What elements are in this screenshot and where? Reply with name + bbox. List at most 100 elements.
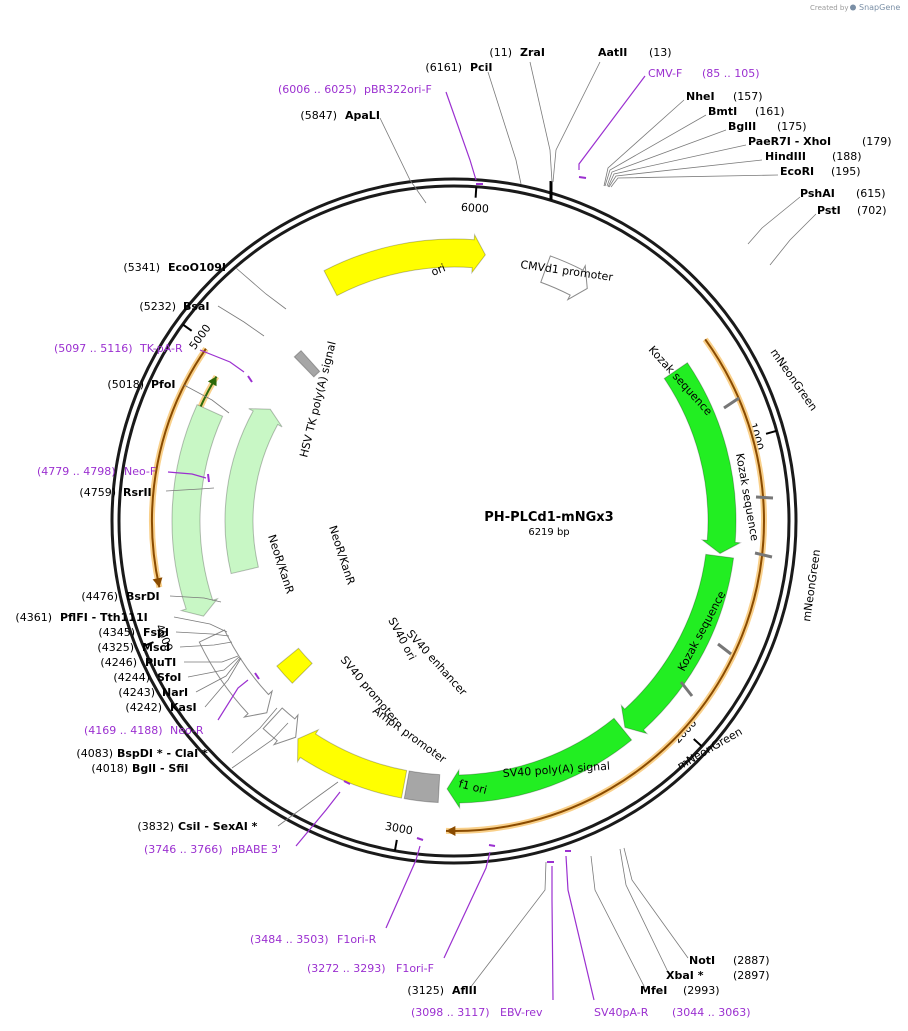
feature-arrows [171, 232, 742, 810]
primer-pbr322ori-f: pBR322ori-F [364, 83, 432, 96]
feature-label-sv40-promoter: SV40 promoter [338, 654, 402, 726]
feature-arrow-sv40-promoter [198, 629, 274, 718]
orf-arcs [149, 337, 767, 836]
leader-line [619, 848, 669, 973]
site-pos-nhei: (157) [733, 90, 763, 103]
site-pos-bglii: (175) [777, 120, 807, 133]
leader-line [487, 71, 522, 185]
site-pos-ecori: (195) [831, 165, 861, 178]
site-pos-pflfi: (4361) [15, 611, 52, 624]
site-bsrdi: BsrDI [126, 590, 160, 603]
primer-leader [551, 866, 554, 1001]
backbone-inner-circle [117, 184, 791, 858]
site-paer7i-xhoi: PaeR7I - XhoI [748, 135, 831, 148]
site-ecori: EcoRI [780, 165, 814, 178]
primer-leader [199, 349, 245, 373]
primers: CMV-F (85 .. 105) (6006 .. 6025) pBR322o… [37, 67, 760, 1019]
feature-arrow-hsv-tk-poly-a-signal [293, 349, 321, 378]
snapgene-logo-icon [850, 4, 856, 11]
site-pos-xbai: (2897) [733, 969, 770, 982]
site-pos-pluti: (4246) [100, 656, 137, 669]
primer-neo-r: Neo-R [170, 724, 204, 737]
leader-line [603, 99, 685, 187]
orf-arc [445, 338, 765, 832]
primer-leader [217, 679, 249, 721]
feature-arrow-mneongreen [620, 553, 735, 735]
kozak-marks [679, 396, 774, 697]
primer-mark [578, 176, 587, 179]
leader-line [769, 213, 817, 266]
restriction-sites: (11) ZraI AatII (13) NheI (157) BmtI (16… [15, 46, 891, 997]
site-aflii: AflII [452, 984, 477, 997]
orf-arc [151, 348, 207, 588]
primer-pbabe3: pBABE 3' [231, 843, 281, 856]
primer-range-neo-r: (4169 .. 4188) [84, 724, 163, 737]
feature-arrow-mneongreen [663, 362, 742, 555]
primer-leader [167, 471, 207, 479]
leader-line [173, 616, 228, 633]
site-hindiii: HindIII [765, 150, 806, 163]
feature-arrow-cmvd1-promoter [540, 255, 588, 301]
leader-line [469, 861, 547, 989]
primer-range-tk-pa-r: (5097 .. 5116) [54, 342, 133, 355]
leader-line [231, 707, 278, 754]
leader-line [747, 196, 801, 245]
primer-range-sv40pa-r: (3044 .. 3063) [672, 1006, 751, 1019]
site-bsai: BsaI [183, 300, 209, 313]
kozak-mark [679, 681, 694, 697]
leader-line [623, 847, 689, 959]
leader-line [604, 114, 707, 187]
site-apali: ApaLI [345, 109, 380, 122]
tick-label: 6000 [460, 201, 489, 216]
site-psti: PstI [817, 204, 841, 217]
kozak-mark [754, 551, 773, 559]
site-pflfi-tth111i: PflFI - Tth111I [60, 611, 148, 624]
credit-brand: SnapGene [859, 3, 900, 12]
site-nari: NarI [162, 686, 188, 699]
site-sfoi: SfoI [157, 671, 181, 684]
orf-arrowhead [446, 825, 456, 836]
feature-label-neor-kanr-2: NeoR/KanR [326, 524, 357, 587]
credit-prefix: Created by [810, 4, 849, 12]
feature-arrow-ampr-promoter [262, 707, 299, 746]
feature-arrow-mneongreen [446, 717, 633, 810]
tick-label: 3000 [384, 820, 414, 838]
backbone-outer-circle [110, 177, 798, 865]
feature-arrow-sv40-poly-a-signal [403, 770, 441, 804]
site-pos-csii: (3832) [137, 820, 174, 833]
leader-line [590, 855, 646, 989]
site-pos-apali: (5847) [300, 109, 337, 122]
primer-range-cmv-f: (85 .. 105) [702, 67, 760, 80]
primer-range-neo-f: (4779 .. 4798) [37, 465, 116, 478]
primer-ebv-rev: EBV-rev [500, 1006, 543, 1019]
feature-arrow-neor-kanr [171, 404, 224, 617]
site-bglii: BglII [728, 120, 756, 133]
site-pos-kasi: (4242) [125, 701, 162, 714]
site-pos-bmti: (161) [755, 105, 785, 118]
leader-line [235, 267, 287, 310]
site-bgli-sfii: BglI - SfiI [132, 762, 189, 775]
site-pos-msci: (4325) [97, 641, 134, 654]
site-pos-aflii: (3125) [407, 984, 444, 997]
site-pos-zrai: (11) [489, 46, 512, 59]
site-zrai: ZraI [520, 46, 545, 59]
leader-line [204, 657, 242, 708]
leader-line [552, 61, 601, 183]
leader-line [184, 655, 239, 663]
primer-f1ori-f: F1ori-F [396, 962, 434, 975]
leader-line [277, 781, 339, 827]
primer-mark [416, 837, 424, 841]
feature-arrow-neor-kanr [224, 408, 283, 575]
site-pos-ecoo109i: (5341) [123, 261, 160, 274]
site-nhei: NheI [686, 90, 715, 103]
leader-line [217, 305, 265, 337]
plasmid-name: PH-PLCd1-mNGx3 [484, 510, 613, 525]
site-pos-bsai: (5232) [139, 300, 176, 313]
primer-leader [565, 855, 595, 1001]
site-pos-bsrdi: (4476) [81, 590, 118, 603]
primer-leader [443, 851, 491, 959]
primer-sv40pa-r: SV40pA-R [594, 1006, 649, 1019]
site-msci: MscI [142, 641, 170, 654]
tick-label: 5000 [187, 322, 214, 352]
